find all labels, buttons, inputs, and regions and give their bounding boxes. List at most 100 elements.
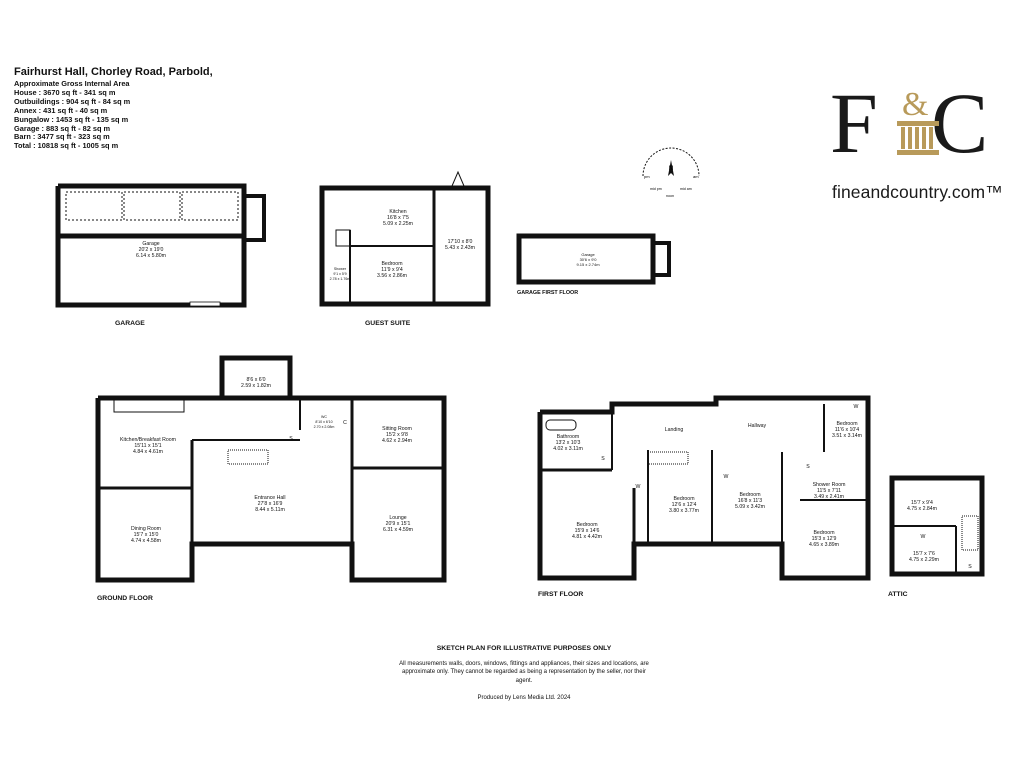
fc-monogram: F C & — [830, 84, 988, 164]
garage-name: Garage — [142, 241, 159, 247]
shower-room-name: Shower Room — [813, 482, 846, 488]
dining-name: Dining Room — [131, 526, 161, 532]
area-house: House : 3670 sq ft - 341 sq m — [14, 87, 116, 97]
wc-imp: 8'10 x 6'10 — [315, 420, 332, 424]
gs-room-met: 5.43 x 2.43m — [445, 245, 475, 251]
kitchen-imp: 15'11 x 15'1 — [134, 443, 161, 449]
garage-met: 6.14 x 5.80m — [136, 253, 166, 259]
label-garage: GARAGE — [115, 320, 145, 327]
compass-mid-am: mid am — [680, 187, 692, 191]
bed1-name: Bedroom — [836, 421, 857, 427]
compass-pm: pm — [644, 174, 650, 179]
guest-suite-plan: Kitchen 16'8 x 7'5 5.09 x 2.25m Bedroom … — [319, 170, 491, 327]
garage-imp: 20'2 x 19'0 — [139, 247, 164, 253]
lounge-imp: 20'9 x 15'1 — [386, 521, 411, 527]
hall-met: 8.44 x 5.11m — [255, 507, 285, 513]
attic2-imp: 15'7 x 7'6 — [913, 551, 935, 557]
sitting-name: Sitting Room — [382, 426, 412, 432]
landing-name: Landing — [665, 427, 684, 433]
kitchen-met: 4.84 x 4.61m — [133, 449, 163, 455]
area-bungalow: Bungalow : 1453 sq ft - 135 sq m — [14, 114, 129, 124]
logo-ampersand: & — [902, 86, 928, 123]
gs-kitchen-name: Kitchen — [389, 209, 406, 215]
gff-garage-name: Garage — [581, 252, 595, 257]
kitchen-name: Kitchen/Breakfast Room — [120, 437, 176, 443]
bathroom-name: Bathroom — [557, 434, 580, 440]
gs-bedroom-imp: 11'9 x 9'4 — [381, 267, 403, 273]
shower-room-imp: 11'5 x 7'11 — [817, 488, 841, 494]
bed4-met: 5.09 x 3.42m — [735, 504, 765, 510]
first-floor-plan: Bathroom 13'2 x 10'3 4.02 x 3.11m Landin… — [537, 395, 871, 598]
wc-name: WC — [321, 415, 327, 419]
bed3-met: 3.80 x 3.77m — [669, 508, 699, 514]
bed3-name: Bedroom — [673, 496, 694, 502]
gs-shower-name: Shower — [334, 267, 347, 271]
hall-imp: 27'8 x 16'9 — [258, 501, 283, 507]
attic-mark-w: W — [921, 534, 926, 540]
brand-logo: F C & fineandcountry.com™ — [828, 84, 1003, 214]
gs-shower-imp: 9'1 x 5'9 — [333, 272, 346, 276]
area-total: Total : 10818 sq ft - 1005 sq m — [14, 141, 119, 151]
label-ground-floor: GROUND FLOOR — [97, 595, 153, 602]
bed5-name: Bedroom — [813, 530, 834, 536]
dining-met: 4.74 x 4.58m — [131, 538, 161, 544]
bed2-name: Bedroom — [576, 522, 597, 528]
bed1-imp: 11'6 x 10'4 — [835, 427, 859, 433]
gs-bedroom-name: Bedroom — [381, 261, 402, 267]
gs-kitchen-met: 5.09 x 2.25m — [383, 221, 413, 227]
disclaimer-heading: SKETCH PLAN FOR ILLUSTRATIVE PURPOSES ON… — [436, 645, 612, 652]
sitting-imp: 15'2 x 9'8 — [386, 432, 408, 438]
gf-mark-c: C — [343, 420, 347, 426]
bed2-imp: 15'9 x 14'6 — [575, 528, 600, 534]
attic1-met: 4.75 x 2.84m — [907, 506, 937, 512]
label-guest-suite: GUEST SUITE — [365, 320, 411, 327]
area-annex: Annex : 431 sq ft - 40 sq m — [14, 105, 108, 115]
shower-room-met: 3.49 x 2.41m — [814, 494, 844, 500]
bed5-met: 4.65 x 3.89m — [809, 542, 839, 548]
gs-kitchen-imp: 16'8 x 7'5 — [387, 215, 409, 221]
garage-plan: Garage 20'2 x 19'0 6.14 x 5.80m GARAGE — [55, 183, 266, 327]
compass-am: am — [693, 174, 699, 179]
area-caption: Approximate Gross Internal Area — [14, 79, 130, 88]
garage-first-floor-plan: Garage 30'6 x 9'0 9.15 x 2.74m GARAGE FI… — [516, 233, 671, 296]
ff-mark-w1: W — [636, 484, 641, 490]
ff-mark-s2: S — [806, 464, 810, 470]
lounge-name: Lounge — [389, 515, 406, 521]
hall-name: Entrance Hall — [254, 495, 285, 501]
gf-mark-s: S — [289, 436, 293, 442]
dining-imp: 15'7 x 15'0 — [134, 532, 159, 538]
compass-mid-pm: mid pm — [650, 187, 662, 191]
ff-mark-w2: W — [724, 474, 729, 480]
property-header: Fairhurst Hall, Chorley Road, Parbold, A… — [14, 66, 213, 151]
area-garage: Garage : 883 sq ft - 82 sq m — [14, 123, 111, 133]
property-title: Fairhurst Hall, Chorley Road, Parbold, — [14, 66, 213, 78]
attic-mark-s: S — [968, 564, 972, 570]
bathroom-imp: 13'2 x 10'3 — [556, 440, 581, 446]
sitting-met: 4.62 x 2.94m — [382, 438, 412, 444]
logo-letter-c: C — [931, 84, 988, 164]
bed1-met: 3.51 x 3.14m — [832, 433, 862, 439]
disclaimer: SKETCH PLAN FOR ILLUSTRATIVE PURPOSES ON… — [394, 645, 654, 703]
label-attic: ATTIC — [888, 591, 908, 598]
ff-mark-w3: W — [854, 404, 859, 410]
bathroom-met: 4.02 x 3.11m — [553, 446, 583, 452]
column-icon — [897, 121, 939, 155]
bed4-name: Bedroom — [739, 492, 760, 498]
logo-website: fineandcountry.com™ — [832, 182, 1003, 202]
disclaimer-body: All measurements walls, doors, windows, … — [399, 660, 649, 684]
gs-bedroom-met: 3.56 x 2.86m — [377, 273, 407, 279]
ground-floor-plan: 8'6 x 6'0 2.59 x 1.82m Kitchen/Breakfast… — [95, 355, 447, 602]
area-barn: Barn : 3477 sq ft - 323 sq m — [14, 132, 110, 142]
attic2-met: 4.75 x 2.29m — [909, 557, 939, 563]
compass-north: N — [669, 166, 673, 172]
hallway-name: Hallway — [748, 423, 767, 429]
lounge-met: 6.31 x 4.59m — [383, 527, 413, 533]
gff-garage-imp: 30'6 x 9'0 — [580, 257, 598, 262]
porch-imp: 8'6 x 6'0 — [247, 377, 266, 383]
attic-plan: 15'7 x 9'4 4.75 x 2.84m 15'7 x 7'6 4.75 … — [888, 475, 985, 598]
bed5-imp: 15'3 x 12'9 — [812, 536, 837, 542]
compass-icon: N pm am mid am mid pm noon — [642, 147, 700, 198]
producer-credit: Produced by Lens Media Ltd. 2024 — [477, 695, 571, 701]
